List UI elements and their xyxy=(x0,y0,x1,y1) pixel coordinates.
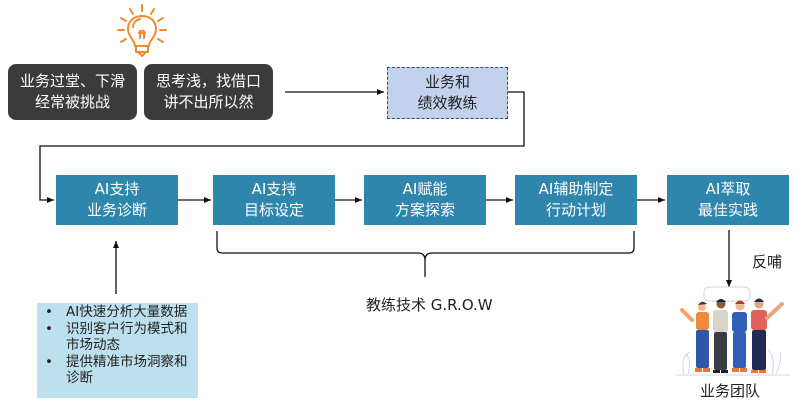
step-box-2: AI支持 目标设定 xyxy=(213,175,335,225)
note-item: 提供精准市场洞察和诊断 xyxy=(43,354,194,387)
team-illustration xyxy=(676,286,790,376)
step-3-line2: 方案探索 xyxy=(394,201,455,219)
grow-brace xyxy=(216,231,635,277)
note-item: 识别客户行为模式和市场动态 xyxy=(43,321,194,354)
step-1-line2: 业务诊断 xyxy=(86,201,147,219)
step-1-line1: AI支持 xyxy=(94,180,140,198)
coach-box: 业务和 绩效教练 xyxy=(387,67,508,119)
step-box-3: AI赋能 方案探索 xyxy=(364,175,486,225)
step-2-line2: 目标设定 xyxy=(243,201,304,219)
person-icon xyxy=(680,301,710,372)
step-2-line1: AI支持 xyxy=(251,180,297,198)
diagnosis-note: AI快速分析大量数据 识别客户行为模式和市场动态 提供精准市场洞察和诊断 xyxy=(37,303,198,398)
coach-line2: 绩效教练 xyxy=(417,94,478,112)
step-box-5: AI萃取 最佳实践 xyxy=(667,175,789,225)
person-icon xyxy=(713,299,728,373)
step-box-1: AI支持 业务诊断 xyxy=(56,175,178,225)
step-box-4: AI辅助制定 行动计划 xyxy=(515,175,637,225)
problem-1-line2: 经常被挑战 xyxy=(34,93,110,111)
lightbulb-icon xyxy=(117,4,167,57)
coach-line1: 业务和 xyxy=(424,73,470,91)
problem-1-line1: 业务过堂、下滑 xyxy=(19,72,125,90)
person-icon xyxy=(732,300,747,372)
team-label: 业务团队 xyxy=(700,382,761,400)
note-item: AI快速分析大量数据 xyxy=(43,304,194,321)
step-5-line1: AI萃取 xyxy=(705,180,751,198)
problem-box-2: 思考浅，找借口 讲不出所以然 xyxy=(144,64,273,120)
step-4-line1: AI辅助制定 xyxy=(538,180,614,198)
step-5-line2: 最佳实践 xyxy=(697,201,758,219)
grow-label: 教练技术 G.R.O.W xyxy=(366,296,493,314)
problem-2-line1: 思考浅，找借口 xyxy=(155,72,261,90)
step-3-line1: AI赋能 xyxy=(402,180,448,198)
feedback-label: 反哺 xyxy=(752,253,783,271)
step-4-line2: 行动计划 xyxy=(545,201,606,219)
loop-coach-to-step1 xyxy=(39,91,525,203)
problem-box-1: 业务过堂、下滑 经常被挑战 xyxy=(8,64,137,120)
problem-2-line2: 讲不出所以然 xyxy=(163,93,254,111)
plant-decoration xyxy=(682,349,781,375)
person-icon xyxy=(751,298,784,373)
speech-bubble-icon xyxy=(703,286,751,302)
